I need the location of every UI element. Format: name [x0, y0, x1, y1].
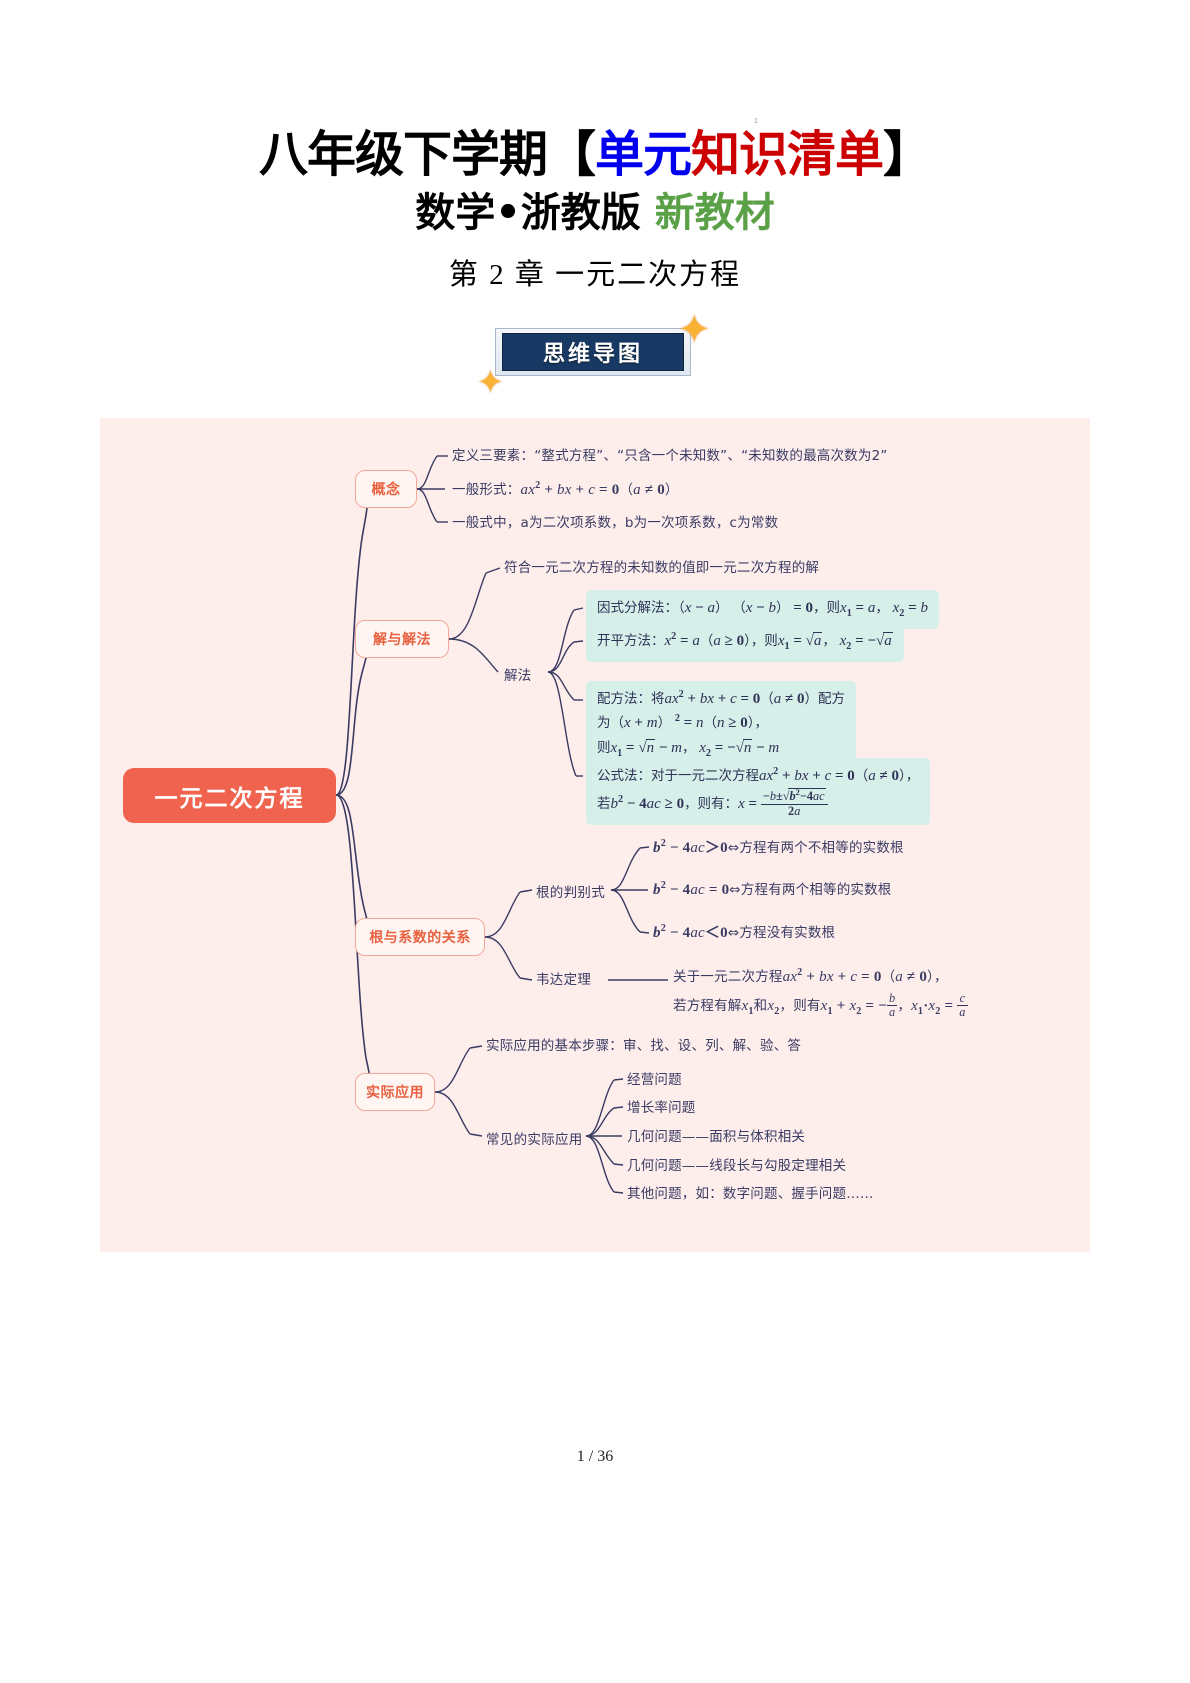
page-title-block: 八年级下学期【单元知识清单】 数学•浙教版新教材 第 2 章 一元二次方程: [0, 126, 1190, 293]
branch-node-concept[interactable]: 概念: [355, 470, 417, 508]
application-item-5: 其他问题，如：数字问题、握手问题……: [627, 1186, 874, 1202]
badge-plate: 思维导图: [502, 333, 684, 371]
subtitle-subject: 数学•浙教版: [415, 189, 641, 236]
title-seg-2: 单元: [594, 126, 692, 183]
application-item-1: 经营问题: [627, 1072, 682, 1088]
page-footer: 1 / 36: [576, 1448, 614, 1465]
completing-square-line1: 配方法：将ax2 + bx + c = 0（a ≠ 0）配方: [597, 689, 846, 707]
vieta-statement: 关于一元二次方程ax2 + bx + c = 0（a ≠ 0）， 若方程有解x1…: [673, 963, 968, 1021]
page-subtitle: 数学•浙教版新教材: [0, 187, 1190, 239]
chapter-title: 第 2 章 一元二次方程: [448, 258, 742, 291]
title-seg-3: 知识清单: [691, 126, 884, 183]
branch-node-applications[interactable]: 实际应用: [355, 1073, 435, 1111]
leaf-application-steps: 实际应用的基本步骤：审、找、设、列、解、验、答: [486, 1038, 802, 1054]
sublabel-vieta: 韦达定理: [536, 972, 592, 988]
sublabel-solving-methods: 解法: [504, 668, 532, 684]
completing-square-line3: 则x1 = √n − m， x2 = −√n − m: [597, 738, 780, 759]
title-seg-1: 八年级下学期【: [258, 126, 596, 183]
subtitle-accent: 新教材: [654, 189, 775, 236]
discriminant-item-1: b2 − 4ac＞0⇔方程有两个不相等的实数根: [653, 838, 904, 856]
vieta-line1: 关于一元二次方程ax2 + bx + c = 0（a ≠ 0），: [673, 967, 948, 985]
title-seg-4: 】: [883, 126, 932, 183]
application-item-4: 几何问题——线段长与勾股定理相关: [627, 1158, 847, 1174]
leaf-concept-3: 一般式中，a为二次项系数，b为一次项系数，c为常数: [452, 515, 779, 531]
star-icon: ✦: [677, 308, 711, 352]
application-item-3: 几何问题——面积与体积相关: [627, 1129, 806, 1145]
method-box-quadratic-formula: 公式法：对于一元二次方程ax2 + bx + c = 0（a ≠ 0）， 若b2…: [586, 758, 931, 825]
leaf-concept-2: 一般形式：ax2 + bx + c = 0（a ≠ 0）: [452, 480, 679, 498]
method-box-square-root: 开平方法：x2 = a（a ≥ 0），则x1 = √a， x2 = −√a: [586, 623, 904, 662]
completing-square-line2: 为（x + m） 2 = n（n ≥ 0），: [597, 713, 768, 732]
section-badge-wrap: 思维导图 ✦ ✦: [0, 310, 1190, 398]
method-box-completing-square: 配方法：将ax2 + bx + c = 0（a ≠ 0）配方 为（x + m） …: [586, 681, 857, 769]
method-box-factoring: 因式分解法：（x − a） （x − b） = 0，则x1 = a， x2 = …: [586, 590, 939, 629]
quadratic-formula-line1: 公式法：对于一元二次方程ax2 + bx + c = 0（a ≠ 0），: [597, 766, 920, 784]
sublabel-common-applications: 常见的实际应用: [486, 1132, 583, 1148]
discriminant-item-3: b2 − 4ac＜0⇔方程没有实数根: [653, 923, 836, 941]
stray-mark: 1: [754, 118, 758, 125]
badge-label: 思维导图: [542, 342, 643, 367]
mindmap-root-node[interactable]: 一元二次方程: [123, 768, 336, 823]
page-title-line1: 八年级下学期【单元知识清单】: [0, 126, 1190, 183]
leaf-solution-definition: 符合一元二次方程的未知数的值即一元二次方程的解: [504, 560, 820, 576]
branch-node-roots-coefficients[interactable]: 根与系数的关系: [355, 918, 485, 956]
branch-node-solution[interactable]: 解与解法: [355, 620, 449, 658]
leaf-concept-1: 定义三要素：“整式方程”、“只含一个未知数”、“未知数的最高次数为2”: [452, 448, 888, 464]
sublabel-discriminant: 根的判别式: [536, 885, 605, 901]
section-badge: 思维导图 ✦ ✦: [477, 310, 711, 398]
star-icon: ✦: [477, 364, 504, 400]
discriminant-item-2: b2 − 4ac = 0⇔方程有两个相等的实数根: [653, 880, 892, 898]
application-item-2: 增长率问题: [627, 1100, 696, 1116]
mindmap-connectors: [335, 455, 668, 1194]
mindmap-canvas: 一元二次方程 概念 定义三要素：“整式方程”、“只含一个未知数”、“未知数的最高…: [100, 418, 1090, 1252]
